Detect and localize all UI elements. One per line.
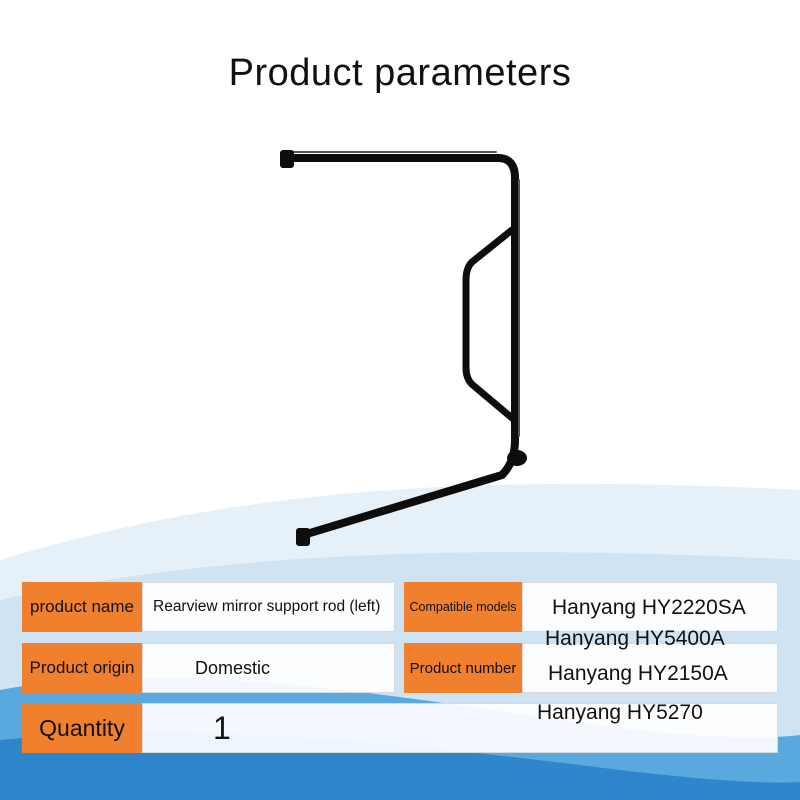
product-number-box	[522, 643, 778, 693]
row-product-name: product name Rearview mirror support rod…	[22, 582, 395, 632]
page-title: Product parameters	[228, 52, 572, 94]
quantity-value: 1	[142, 703, 778, 753]
row-product-number: Product number	[404, 643, 778, 693]
row-compatible-models: Compatible models	[404, 582, 778, 632]
product-name-label: product name	[22, 582, 142, 632]
row-quantity: Quantity 1	[22, 703, 778, 753]
product-number-label: Product number	[404, 643, 522, 693]
compatible-models-box	[522, 582, 778, 632]
compatible-models-label: Compatible models	[404, 582, 522, 632]
product-name-value: Rearview mirror support rod (left)	[142, 582, 395, 632]
row-product-origin: Product origin Domestic	[22, 643, 395, 693]
product-origin-value: Domestic	[142, 643, 395, 693]
quantity-label: Quantity	[22, 703, 142, 753]
product-origin-label: Product origin	[22, 643, 142, 693]
